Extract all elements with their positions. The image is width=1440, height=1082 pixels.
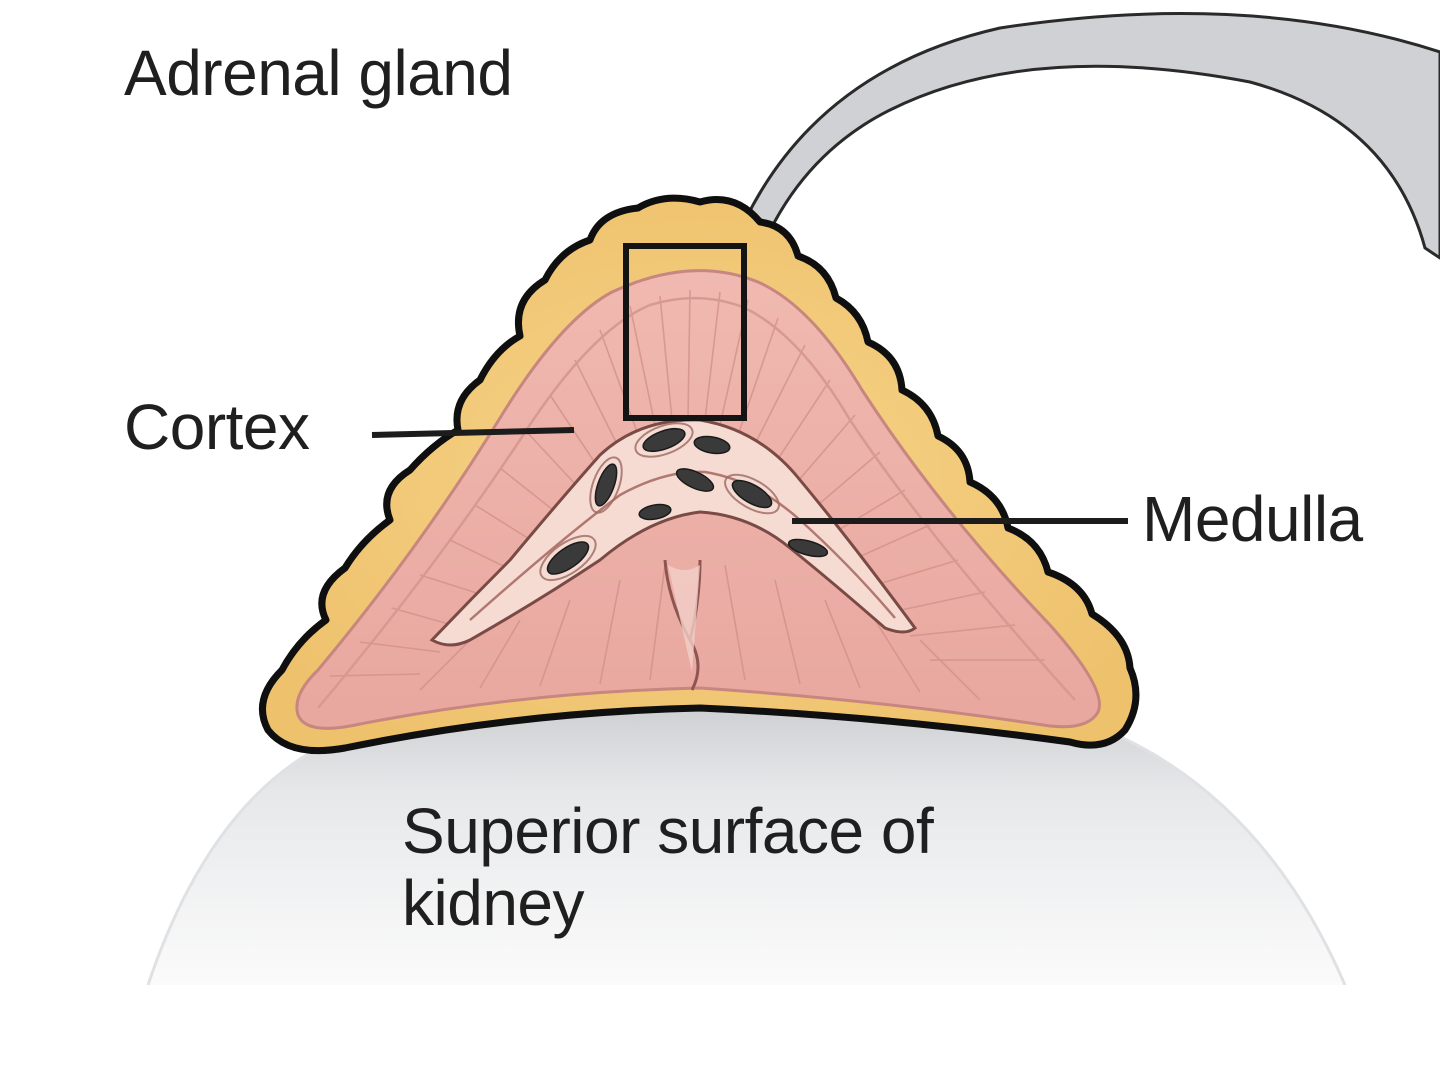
diagram-title: Adrenal gland [124, 37, 513, 109]
kidney-label-line-1: Superior surface of [402, 795, 934, 867]
magnification-box [623, 243, 747, 421]
medulla-label: Medulla [1142, 483, 1363, 555]
medulla-region [429, 418, 918, 647]
callout-band [709, 12, 1440, 315]
medulla-nuclei [546, 427, 829, 575]
kidney-surface [148, 688, 1345, 985]
cortex-label: Cortex [124, 391, 310, 463]
kidney-label-line-2: kidney [402, 866, 585, 939]
cortex-leader-line [371, 427, 575, 438]
kidney-outline [146, 730, 1347, 986]
cortex-striations [329, 289, 1045, 701]
kidney-label: Superior surface of kidney [402, 795, 1102, 939]
